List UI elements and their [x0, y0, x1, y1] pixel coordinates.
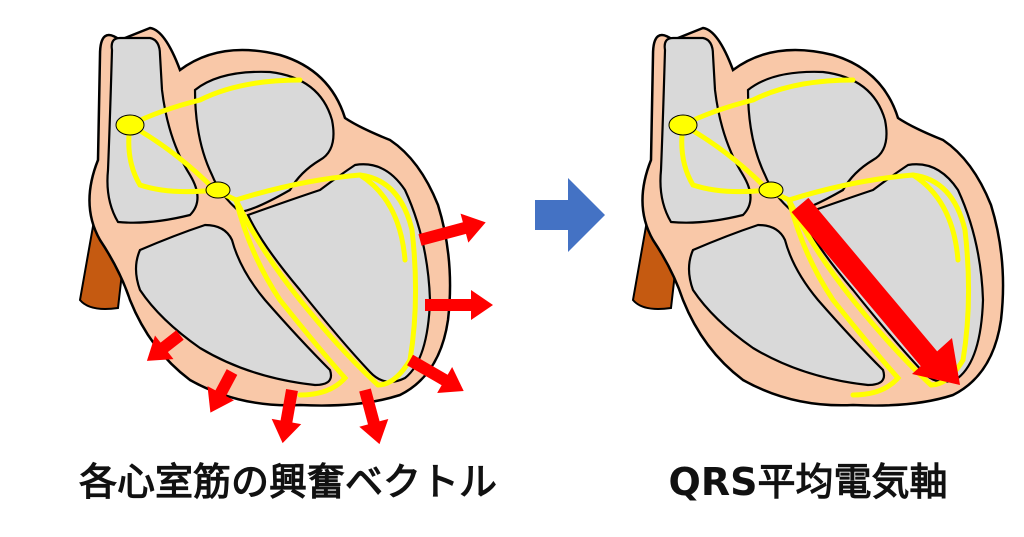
vector-arrow — [207, 369, 238, 413]
vector-arrow — [271, 388, 302, 444]
vector-arrow — [418, 213, 486, 246]
left-heart — [80, 28, 450, 406]
mean-axis-vector — [791, 197, 960, 385]
vector-arrow — [425, 290, 493, 320]
right-arrow-icon — [535, 178, 605, 252]
excitation-vector-caption: 各心室筋の興奮ベクトル — [78, 460, 497, 504]
qrs-axis-caption: QRS平均電気軸 — [668, 460, 948, 504]
excitation-vectors — [146, 213, 493, 445]
vector-arrow — [146, 330, 184, 361]
vector-arrow — [359, 388, 389, 445]
vector-arrow — [407, 354, 464, 393]
